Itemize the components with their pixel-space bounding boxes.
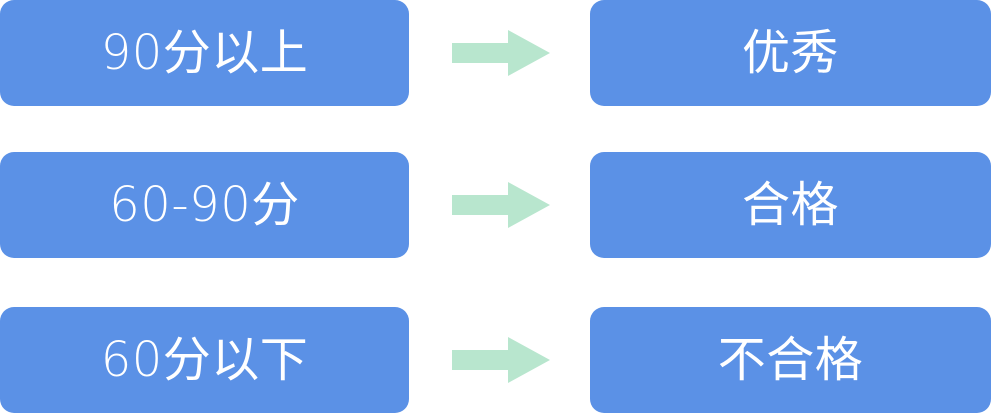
right-arrow-icon	[452, 337, 550, 383]
flow-row: 90分以上 优秀	[0, 0, 1000, 106]
condition-box[interactable]: 90分以上	[0, 0, 409, 106]
result-box[interactable]: 不合格	[590, 307, 991, 413]
condition-box[interactable]: 60-90分	[0, 152, 409, 258]
right-arrow-icon	[452, 30, 550, 76]
condition-label: 90分以上	[100, 25, 309, 81]
flow-row: 60分以下 不合格	[0, 307, 1000, 413]
right-arrow-icon	[452, 182, 550, 228]
result-box[interactable]: 优秀	[590, 0, 991, 106]
condition-label: 60分以下	[100, 332, 309, 388]
result-label: 合格	[741, 177, 839, 233]
flow-row: 60-90分 合格	[0, 152, 1000, 258]
condition-box[interactable]: 60分以下	[0, 307, 409, 413]
result-label: 优秀	[741, 25, 839, 81]
result-label: 不合格	[717, 332, 864, 388]
condition-label: 60-90分	[109, 177, 300, 233]
result-box[interactable]: 合格	[590, 152, 991, 258]
